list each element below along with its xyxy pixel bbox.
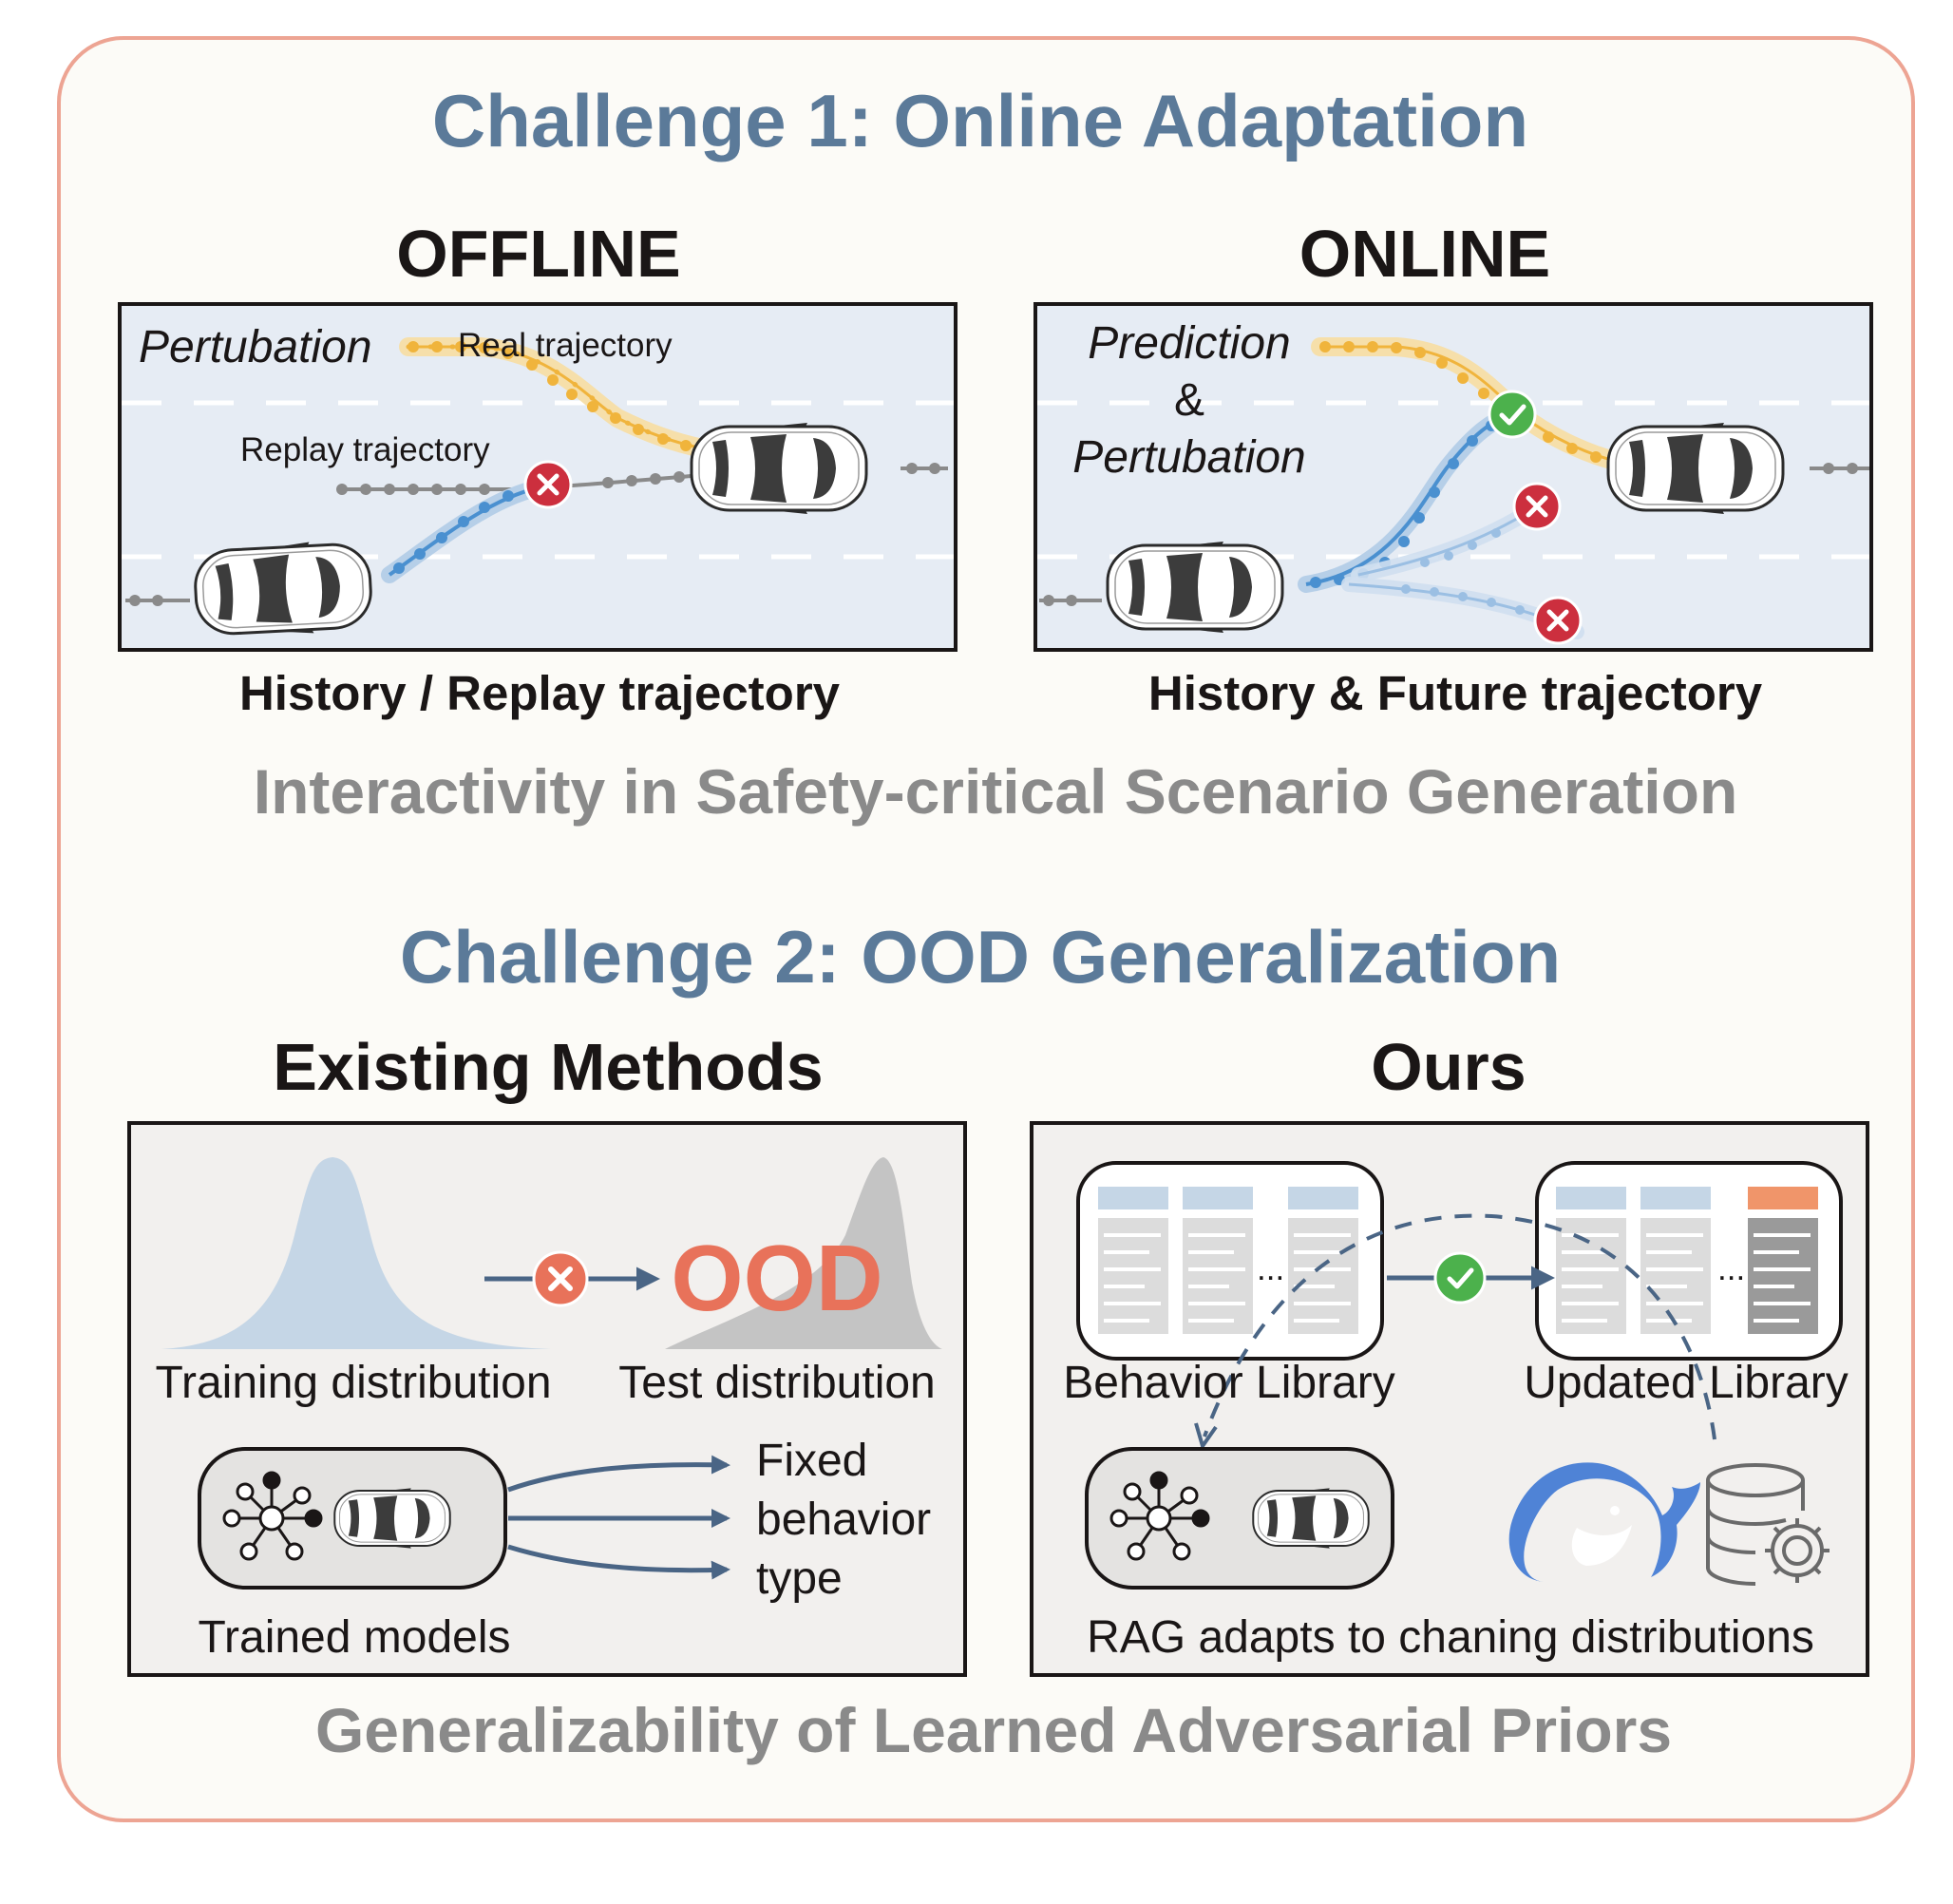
training-distribution-label: Training distribution (155, 1358, 552, 1408)
real-trajectory-label: Real trajectory (458, 327, 673, 364)
ours-heading: Ours (1371, 1030, 1526, 1104)
rag-model-car (1252, 1487, 1370, 1550)
test-distribution-curve (665, 1157, 942, 1349)
offline-caption: History / Replay trajectory (238, 666, 841, 720)
online-caption: History & Future trajectory (1147, 666, 1763, 720)
ood-fail-icon (532, 1250, 589, 1307)
existing-methods-heading: Existing Methods (273, 1030, 824, 1104)
behavior-label: behavior (756, 1495, 932, 1545)
offline-perturbation-label: Pertubation (139, 322, 372, 372)
network-icon (222, 1471, 323, 1561)
training-distribution-curve (161, 1157, 551, 1349)
online-prediction-label: Prediction (1088, 318, 1291, 369)
trained-models-label: Trained models (198, 1612, 511, 1663)
challenge-1-summary: Interactivity in Safety-critical Scenari… (253, 756, 1738, 827)
test-distribution-label: Test distribution (618, 1358, 936, 1408)
challenge-2-summary: Generalizability of Learned Adversarial … (314, 1695, 1673, 1765)
replay-trajectory-label: Replay trajectory (240, 431, 490, 468)
type-label: type (756, 1553, 843, 1604)
trained-model-car (333, 1487, 451, 1550)
ood-label: OOD (671, 1226, 883, 1330)
updated-library-label: Updated Library (1524, 1358, 1849, 1408)
online-perturbation-label: Pertubation (1072, 432, 1306, 483)
rag-caption: RAG adapts to chaning distributions (1087, 1612, 1814, 1663)
library-update-check-icon (1433, 1251, 1487, 1304)
retrieval-dashed-arc (1203, 1213, 1716, 1440)
updated-library-ellipsis: ... (1717, 1250, 1746, 1287)
whale-llm-icon (1508, 1462, 1700, 1582)
database-settings-icon (1706, 1463, 1830, 1586)
behavior-library-card (1076, 1161, 1384, 1361)
offline-real-trajectory-points (408, 341, 692, 451)
online-ampersand-label: & (1173, 375, 1205, 426)
fixed-label: Fixed (756, 1436, 868, 1486)
challenge-2-title: Challenge 2: OOD Generalization (399, 915, 1562, 999)
behavior-library-ellipsis: ... (1257, 1250, 1285, 1287)
online-heading: ONLINE (1299, 217, 1551, 291)
challenge-1-title: Challenge 1: Online Adaptation (431, 79, 1529, 162)
behavior-library-label: Behavior Library (1063, 1358, 1395, 1408)
updated-library-card (1535, 1161, 1843, 1361)
offline-heading: OFFLINE (396, 217, 681, 291)
rag-network-icon (1109, 1471, 1210, 1561)
